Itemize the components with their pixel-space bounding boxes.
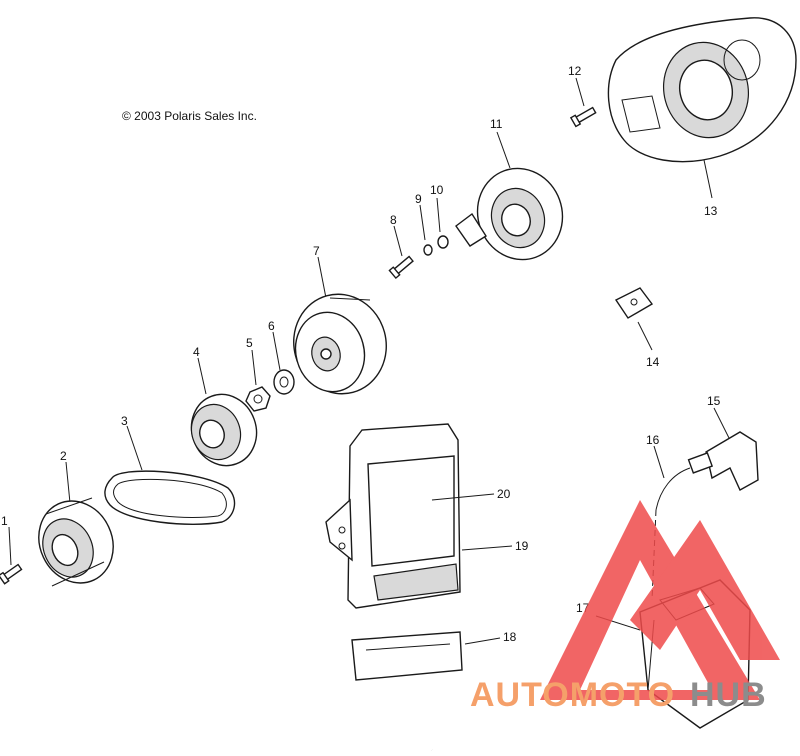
part-18-connector	[351, 631, 501, 752]
part-20-label	[431, 493, 495, 501]
callout-8: 8	[390, 213, 397, 227]
callout-5: 5	[246, 336, 253, 350]
callout-numbers: 1 2 3 4 5 6 7 8 9 10 11 12 13 14 15 16 1…	[1, 64, 721, 644]
part-10-washer	[436, 197, 449, 249]
part-12-bolt	[569, 77, 597, 128]
callout-11: 11	[490, 117, 503, 131]
callout-18: 18	[503, 630, 517, 644]
callout-15: 15	[707, 394, 721, 408]
part-9-lockwasher	[419, 204, 433, 256]
callout-14: 14	[646, 355, 660, 369]
copyright-text: © 2003 Polaris Sales Inc.	[122, 109, 257, 123]
callout-6: 6	[268, 319, 275, 333]
part-2-pulley	[38, 461, 114, 587]
part-8-screw	[388, 225, 414, 280]
callout-7: 7	[313, 244, 320, 258]
part-19-cdi-box	[325, 423, 513, 609]
watermark-logo	[540, 500, 780, 700]
part-1-bolt	[0, 526, 23, 585]
part-5-nut	[245, 349, 271, 412]
part-11-stator	[455, 131, 564, 261]
part-14-clip	[614, 287, 654, 351]
callout-10: 10	[430, 183, 444, 197]
part-4-drive-pulley	[190, 357, 258, 467]
watermark-text-hub: HUB	[690, 676, 767, 714]
callout-19: 19	[515, 539, 529, 553]
callout-13: 13	[704, 204, 718, 218]
part-13-housing	[607, 17, 797, 199]
part-6-washer	[272, 331, 295, 395]
callout-9: 9	[415, 192, 422, 206]
watermark-text-automoto: AUTOMOTO	[470, 676, 675, 714]
part-7-flywheel	[293, 256, 387, 395]
callout-3: 3	[121, 414, 128, 428]
callout-2: 2	[60, 449, 67, 463]
callout-20: 20	[497, 487, 511, 501]
callout-4: 4	[193, 345, 200, 359]
part-3-belt	[104, 425, 236, 525]
callout-16: 16	[646, 433, 660, 447]
part-15-spark-plug-cap	[687, 407, 759, 491]
callout-12: 12	[568, 64, 582, 78]
callout-1: 1	[1, 514, 8, 528]
